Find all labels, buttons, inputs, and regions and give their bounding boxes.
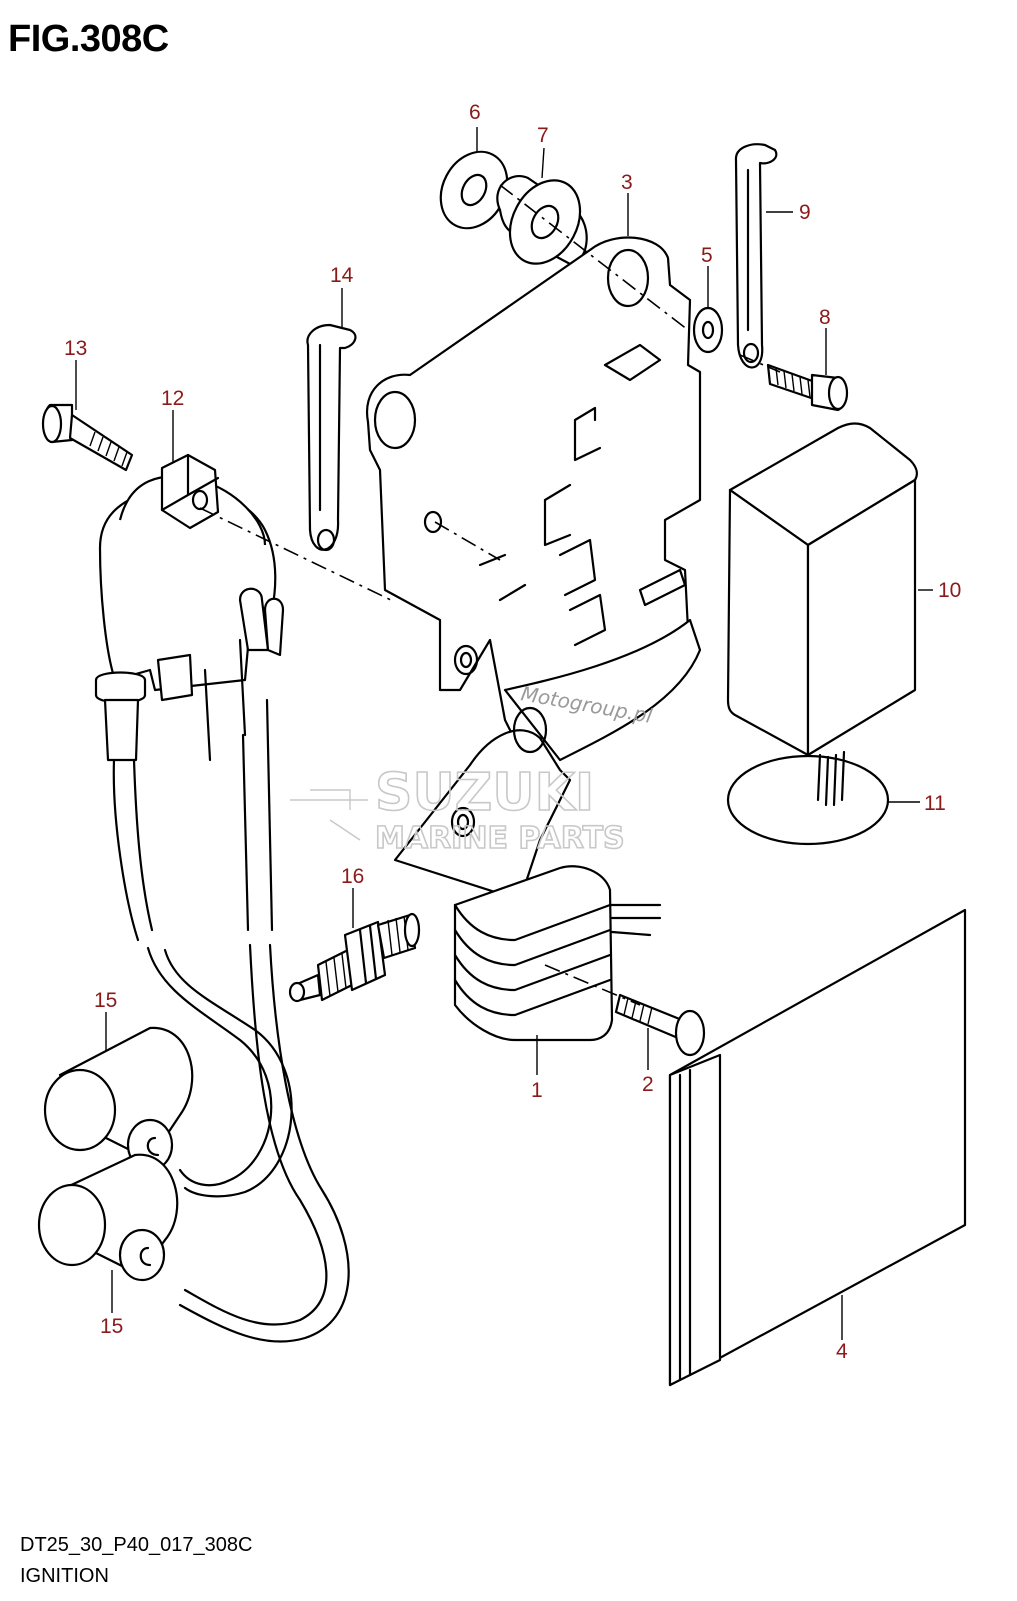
part-7-grommet[interactable] xyxy=(496,168,594,276)
part-10-cdi-unit[interactable] xyxy=(726,422,918,807)
bracket-lower-tab xyxy=(393,618,702,902)
part-9-clamp[interactable] xyxy=(734,143,778,369)
callout-4[interactable]: 4 xyxy=(836,1340,848,1363)
watermark: SUZUKI MARINE PARTS Motogroup.pl xyxy=(290,681,654,857)
callout-leaders xyxy=(75,127,933,1340)
figure-title: FIG.308C xyxy=(8,18,169,60)
part-4-sheet[interactable] xyxy=(668,908,967,1387)
part-3-bracket[interactable] xyxy=(365,236,702,752)
callout-2[interactable]: 2 xyxy=(642,1073,654,1096)
callout-3[interactable]: 3 xyxy=(621,171,633,194)
part-2-screw[interactable] xyxy=(614,993,706,1057)
part-11-band[interactable] xyxy=(726,754,890,846)
callout-15-lower[interactable]: 15 xyxy=(100,1315,123,1338)
part-15-plug-cap-lower[interactable] xyxy=(37,1153,179,1282)
callout-8[interactable]: 8 xyxy=(819,306,831,329)
callout-5[interactable]: 5 xyxy=(701,244,713,267)
callout-6[interactable]: 6 xyxy=(469,101,481,124)
callout-12[interactable]: 12 xyxy=(161,387,184,410)
part-14-clamp[interactable] xyxy=(306,323,357,552)
part-8-bolt[interactable] xyxy=(766,363,849,412)
callout-13[interactable]: 13 xyxy=(64,337,87,360)
part-15-plug-cap-upper[interactable] xyxy=(43,1026,194,1172)
part-1-rectifier[interactable] xyxy=(453,865,662,1042)
figure-name: IGNITION xyxy=(20,1565,109,1587)
part-16-spark-plug[interactable] xyxy=(288,912,421,1003)
part-13-bolt[interactable] xyxy=(41,403,134,472)
svg-text:SUZUKI: SUZUKI xyxy=(375,763,594,823)
callout-10[interactable]: 10 xyxy=(938,579,961,602)
svg-text:MARINE PARTS: MARINE PARTS xyxy=(375,821,625,856)
callout-14[interactable]: 14 xyxy=(330,264,354,287)
callout-1[interactable]: 1 xyxy=(531,1079,543,1102)
callout-7[interactable]: 7 xyxy=(537,124,549,147)
callout-9[interactable]: 9 xyxy=(799,201,811,224)
callout-11[interactable]: 11 xyxy=(924,792,946,815)
ht-lead-right xyxy=(178,698,350,1343)
ht-lead-left xyxy=(94,671,293,1198)
callout-labels: 6 7 3 5 9 8 14 13 12 10 11 16 15 15 1 2 … xyxy=(64,101,961,1363)
part-5-washer[interactable] xyxy=(692,306,724,354)
callout-15-upper[interactable]: 15 xyxy=(94,989,117,1012)
assembly-lines xyxy=(199,184,781,1006)
callout-16[interactable]: 16 xyxy=(341,865,364,888)
figure-code: DT25_30_P40_017_308C xyxy=(20,1534,253,1556)
